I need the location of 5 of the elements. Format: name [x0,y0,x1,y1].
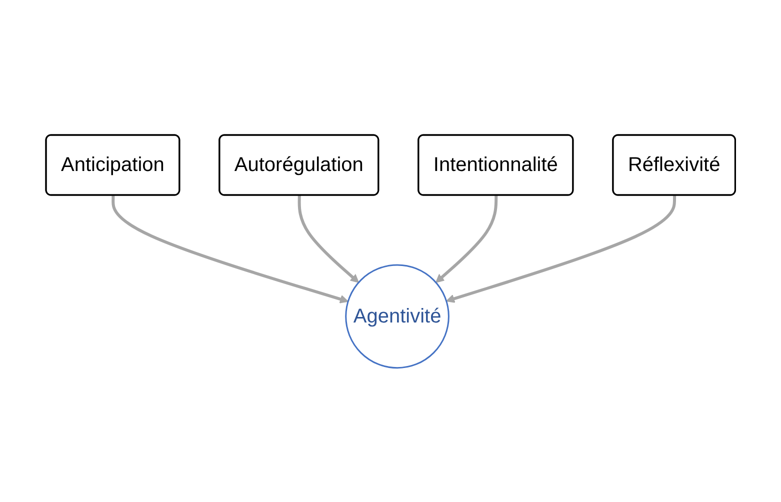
arrow [446,195,676,302]
arrow [435,195,498,282]
node-circle: Agentivité [345,264,450,368]
arrow [298,195,359,282]
arrow [112,195,348,303]
